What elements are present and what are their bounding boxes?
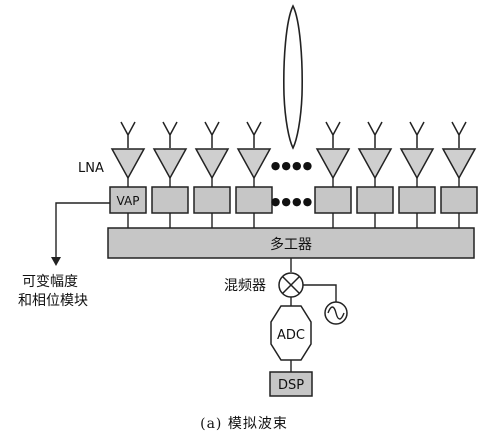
dots-lna-row: ●●●●	[271, 159, 313, 172]
antenna-icon	[246, 121, 262, 148]
amplifier-triangle-icon	[236, 148, 272, 180]
antenna-channel-3	[193, 121, 231, 228]
mixer-circle-x-icon	[278, 272, 304, 298]
antenna-channel-4	[235, 121, 273, 228]
antenna-channel-8	[440, 121, 478, 228]
dsp-block	[269, 371, 313, 397]
vap-description-arrow	[55, 202, 110, 258]
lna-label: LNA	[78, 161, 104, 176]
vap-box	[193, 186, 231, 214]
amplifier-triangle-icon	[399, 148, 435, 180]
arrow-head	[51, 257, 61, 266]
amplifier-triangle-icon	[152, 148, 188, 180]
figure-caption: (a) 模拟波束	[200, 416, 288, 432]
multiplexer-label: 多工器	[270, 236, 312, 253]
vap-box	[314, 186, 352, 214]
dots-vap-row: ●●●●	[271, 195, 313, 208]
amplifier-triangle-icon	[357, 148, 393, 180]
antenna-icon	[409, 121, 425, 148]
vap-description-line1: 可变幅度	[22, 274, 78, 290]
antenna-icon	[367, 121, 383, 148]
antenna-channel-7	[398, 121, 436, 228]
antenna-channel-2	[151, 121, 189, 228]
amplifier-triangle-icon	[194, 148, 230, 180]
antenna-icon	[162, 121, 178, 148]
antenna-channel-array: VAP	[109, 121, 478, 228]
vap-box	[109, 186, 147, 214]
vap-box	[151, 186, 189, 214]
vap-description-line2: 和相位模块	[18, 293, 88, 309]
vap-box	[356, 186, 394, 214]
vap-box	[398, 186, 436, 214]
antenna-icon	[325, 121, 341, 148]
vap-box	[235, 186, 273, 214]
adc-block	[270, 305, 312, 361]
antenna-icon	[204, 121, 220, 148]
amplifier-triangle-icon	[315, 148, 351, 180]
dsp-label: DSP	[278, 378, 304, 393]
mixer-to-oscillator-line	[303, 284, 337, 302]
oscillator-sine-icon	[324, 301, 348, 325]
amplifier-triangle-icon	[441, 148, 477, 180]
antenna-icon	[451, 121, 467, 148]
vap-box	[440, 186, 478, 214]
mixer-label: 混频器	[224, 278, 266, 294]
multiplexer-bar	[107, 227, 475, 259]
adc-label: ADC	[277, 328, 305, 343]
antenna-channel-5	[314, 121, 352, 228]
antenna-channel-1: VAP	[109, 121, 147, 228]
antenna-channel-6	[356, 121, 394, 228]
vap-label: VAP	[117, 194, 140, 208]
beam-lobe-icon	[283, 4, 303, 150]
antenna-icon	[120, 121, 136, 148]
amplifier-triangle-icon	[110, 148, 146, 180]
